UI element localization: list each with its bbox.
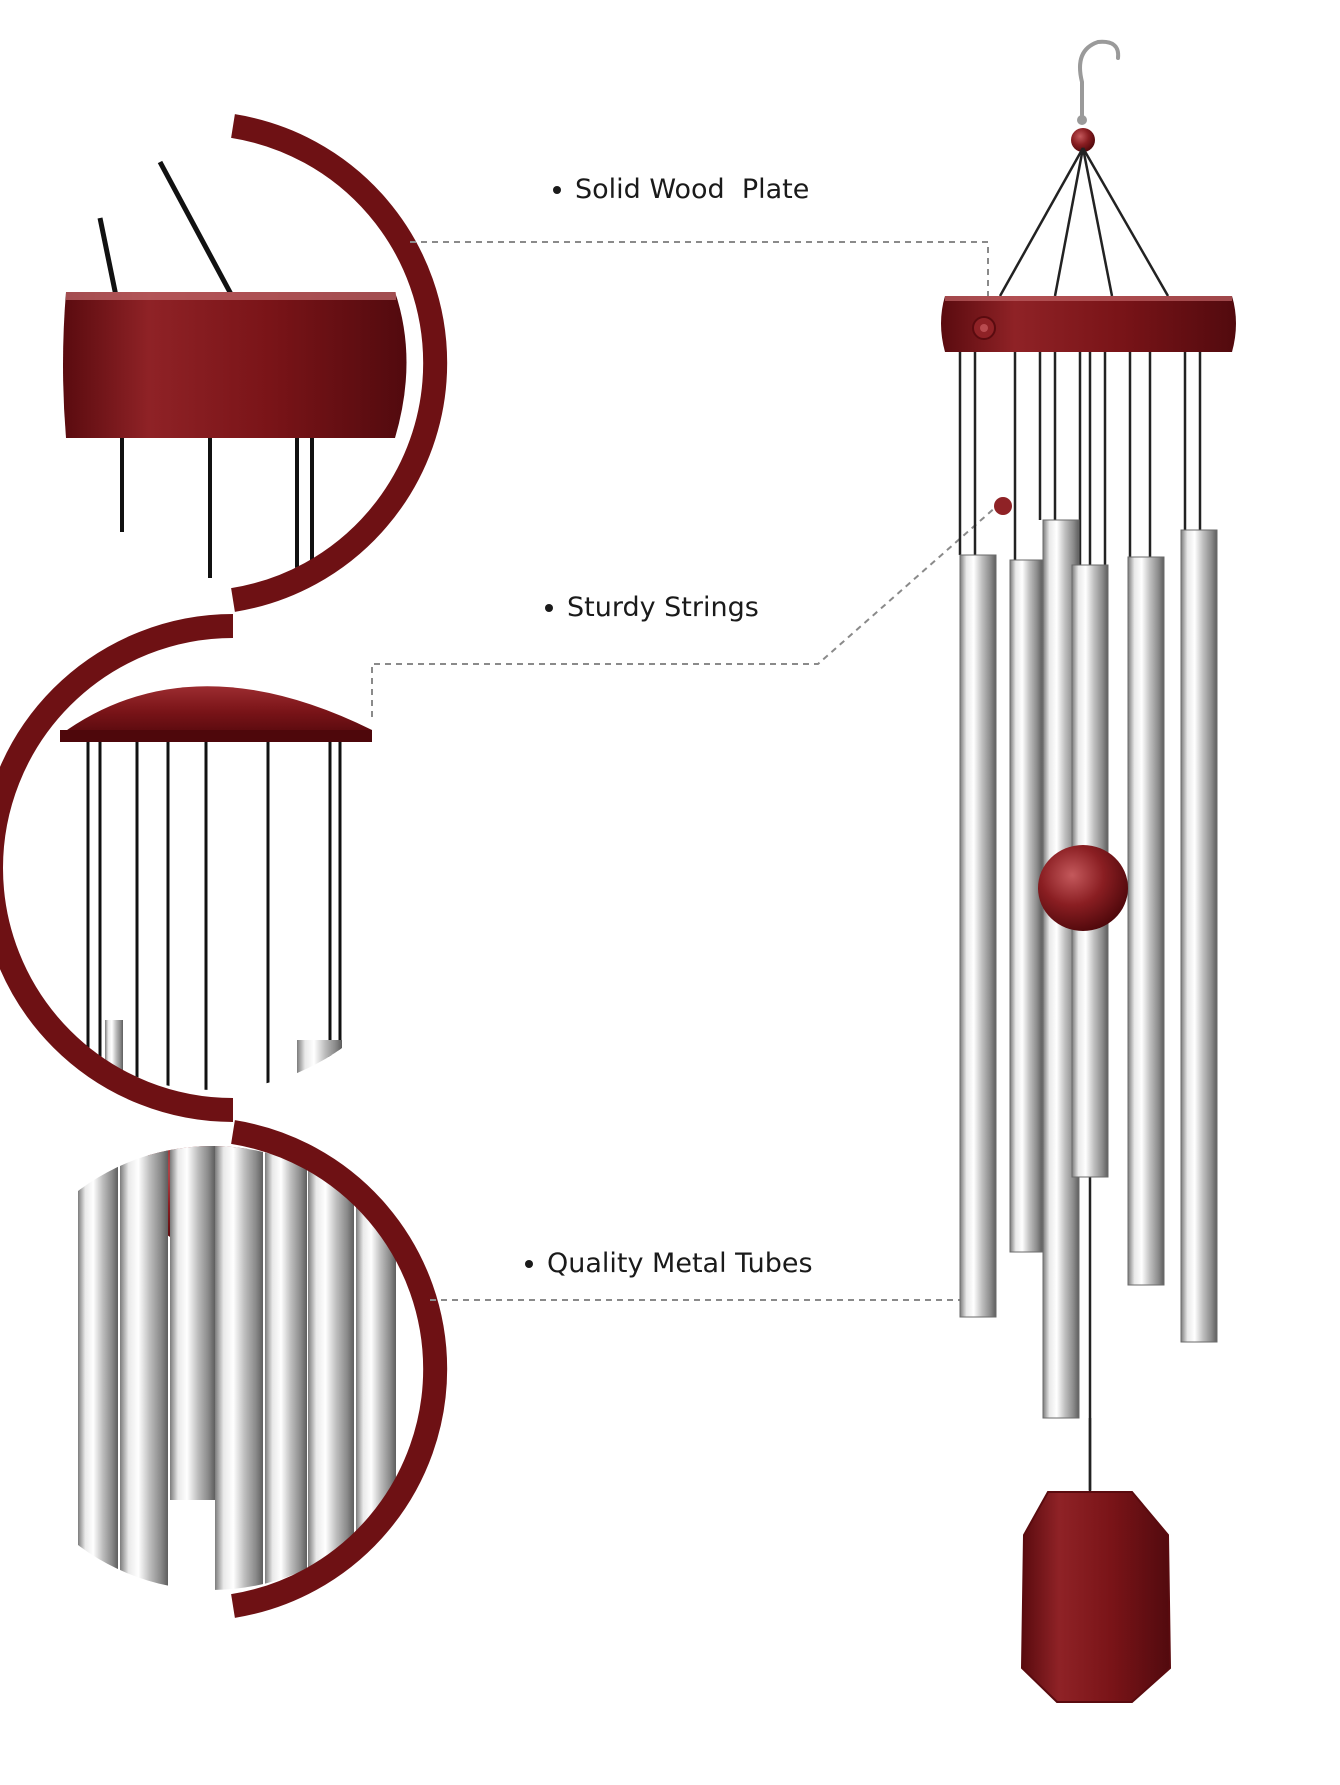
leader-line-wood-plate [410,241,989,326]
hanging-hook [1078,39,1121,122]
feature-text-wood-plate: Solid Wood Plate [575,174,810,205]
top-bead [1071,128,1095,152]
leader-line-strings [371,505,998,717]
detail-circle-wood-plate [0,114,448,612]
wind-sail [1020,1491,1172,1703]
tube-5 [1127,556,1165,1286]
wood-plate [941,296,1236,352]
bullet-icon [525,1259,533,1268]
tube-1 [959,554,997,1318]
feature-label-wood-plate: Solid Wood Plate [553,174,809,205]
detail-circle-strings [0,614,434,1122]
metal-tubes [959,519,1218,1419]
feature-text-tubes: Quality Metal Tubes [547,1248,813,1279]
tube-6 [1180,529,1218,1343]
feature-label-tubes: Quality Metal Tubes [525,1248,813,1279]
bullet-icon [553,185,561,194]
striker-bead [1038,845,1128,931]
detail-circle-tubes [0,1120,448,1618]
feature-text-strings: Sturdy Strings [567,592,759,623]
tube-2 [1009,559,1043,1253]
feature-label-strings: Sturdy Strings [545,592,759,623]
leader-lines [371,241,998,1301]
wind-chime [941,39,1236,1703]
bullet-icon [545,603,553,612]
